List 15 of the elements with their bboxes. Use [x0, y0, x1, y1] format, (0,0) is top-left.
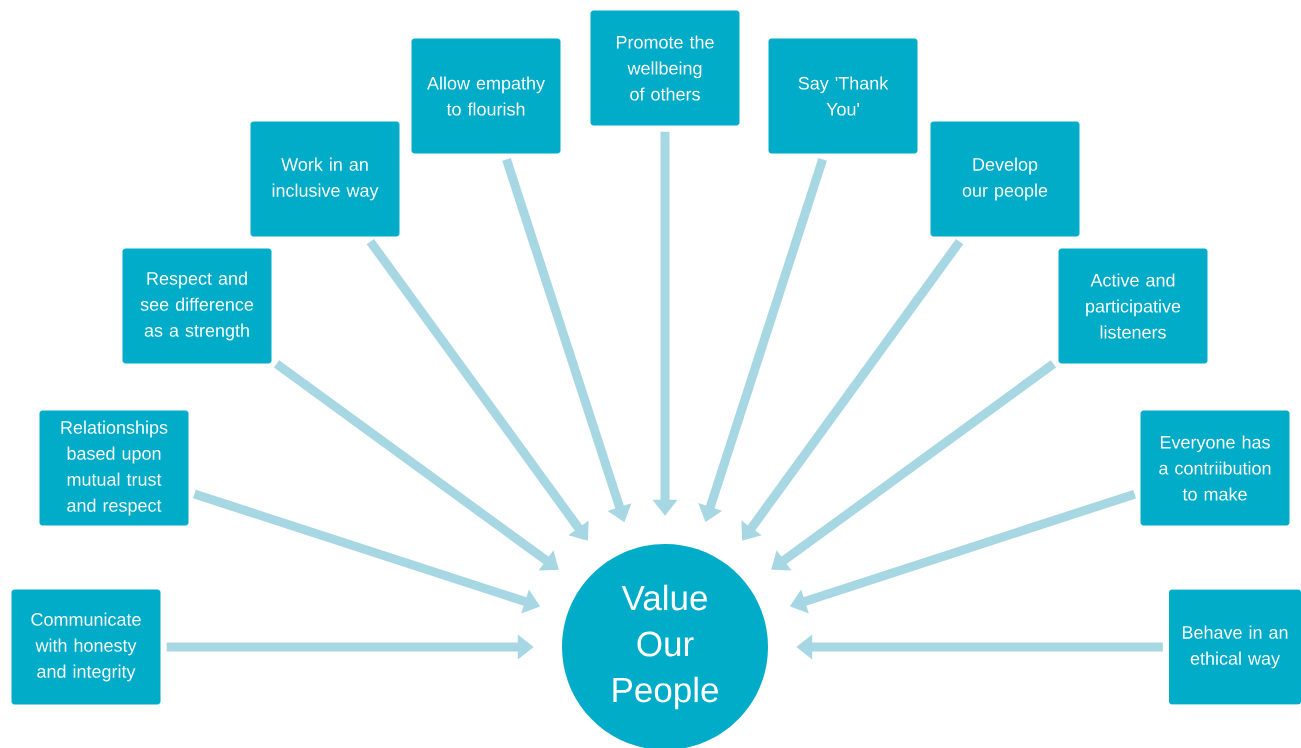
value-box: Say 'Thank You'	[768, 38, 918, 154]
value-box: Communicate with honesty and integrity	[11, 589, 161, 705]
value-box: Develop our people	[930, 121, 1080, 237]
value-box: Relationships based upon mutual trust and respect	[39, 410, 189, 526]
value-box: Allow empathy to flourish	[411, 38, 561, 154]
value-box: Promote the wellbeing of others	[590, 10, 740, 126]
value-box: Everyone has a contriibution to make	[1140, 410, 1290, 526]
value-box: Active and participative listeners	[1058, 248, 1208, 364]
arrow	[366, 238, 589, 541]
value-box: Behave in an ethical way	[1169, 589, 1301, 705]
arrow	[273, 360, 559, 571]
value-box: Respect and see difference as a strength	[122, 248, 272, 364]
arrow	[741, 238, 964, 541]
value-box: Work in an inclusive way	[250, 121, 400, 237]
arrow	[771, 360, 1057, 571]
